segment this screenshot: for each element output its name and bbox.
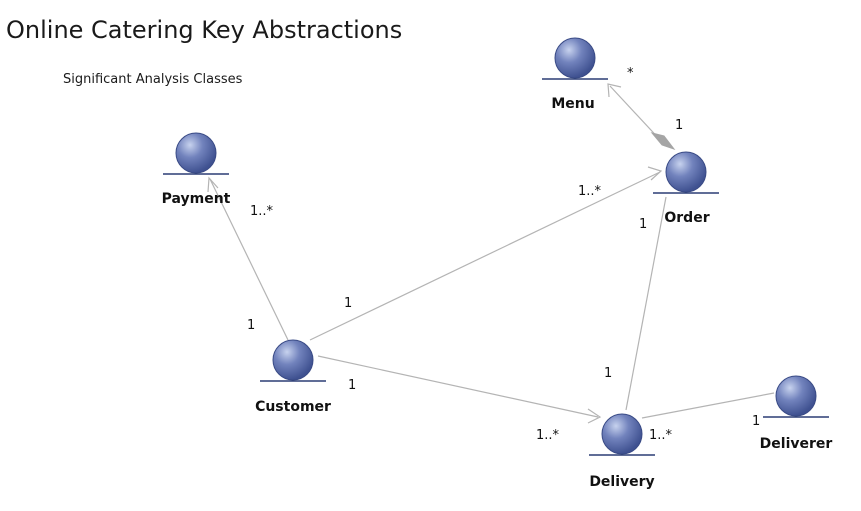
class-label-menu: Menu xyxy=(551,96,594,112)
aggregation-diamond xyxy=(650,132,676,150)
order-delivery-association[interactable] xyxy=(625,196,667,411)
associations xyxy=(207,83,775,424)
class-label-deliverer: Deliverer xyxy=(760,436,833,452)
entity-icon xyxy=(601,413,643,455)
class-label-payment: Payment xyxy=(162,191,231,207)
class-label-customer: Customer xyxy=(255,399,331,415)
class-label-delivery: Delivery xyxy=(589,474,654,490)
multiplicities: * 1 1..* 1 1..* 1 1 1 1 1..* 1..* 1 xyxy=(247,66,760,443)
mult-customer-order-one: 1 xyxy=(344,296,352,311)
entity-menu[interactable]: Menu xyxy=(542,37,608,112)
entity-icon xyxy=(175,132,217,174)
entity-icon xyxy=(665,151,707,193)
payment-arrowhead xyxy=(207,176,219,193)
diagram-title: Online Catering Key Abstractions xyxy=(6,16,402,44)
entity-icon xyxy=(554,37,596,79)
entity-payment[interactable]: Payment xyxy=(162,132,231,207)
mult-order-menu-one: 1 xyxy=(675,118,683,133)
class-label-order: Order xyxy=(664,210,709,226)
mult-customer-delivery-one: 1 xyxy=(348,378,356,393)
entity-customer[interactable]: Customer xyxy=(255,339,331,415)
order-arrowhead xyxy=(647,166,663,181)
entity-delivery[interactable]: Delivery xyxy=(589,413,655,490)
customer-payment-association[interactable] xyxy=(209,178,289,341)
mult-customer-payment-one: 1 xyxy=(247,318,255,333)
mult-delivery-many: 1..* xyxy=(536,428,560,443)
mult-payment-many: 1..* xyxy=(250,204,274,219)
entity-icon xyxy=(775,375,817,417)
delivery-deliverer-association[interactable] xyxy=(641,392,775,419)
diagram-subtitle: Significant Analysis Classes xyxy=(63,72,243,87)
mult-menu-star: * xyxy=(627,66,634,81)
mult-delivery-order-one: 1 xyxy=(604,366,612,381)
menu-arrowhead xyxy=(607,83,622,98)
customer-order-association[interactable] xyxy=(309,171,661,341)
mult-delivery-deliverer-many: 1..* xyxy=(649,428,673,443)
customer-delivery-association[interactable] xyxy=(317,355,599,418)
entity-deliverer[interactable]: Deliverer xyxy=(760,375,833,452)
mult-deliverer-one: 1 xyxy=(752,414,760,429)
delivery-arrowhead xyxy=(587,408,602,424)
mult-order-delivery-one: 1 xyxy=(639,217,647,232)
mult-order-many: 1..* xyxy=(578,184,602,199)
entity-icon xyxy=(272,339,314,381)
entity-order[interactable]: Order xyxy=(653,151,719,226)
